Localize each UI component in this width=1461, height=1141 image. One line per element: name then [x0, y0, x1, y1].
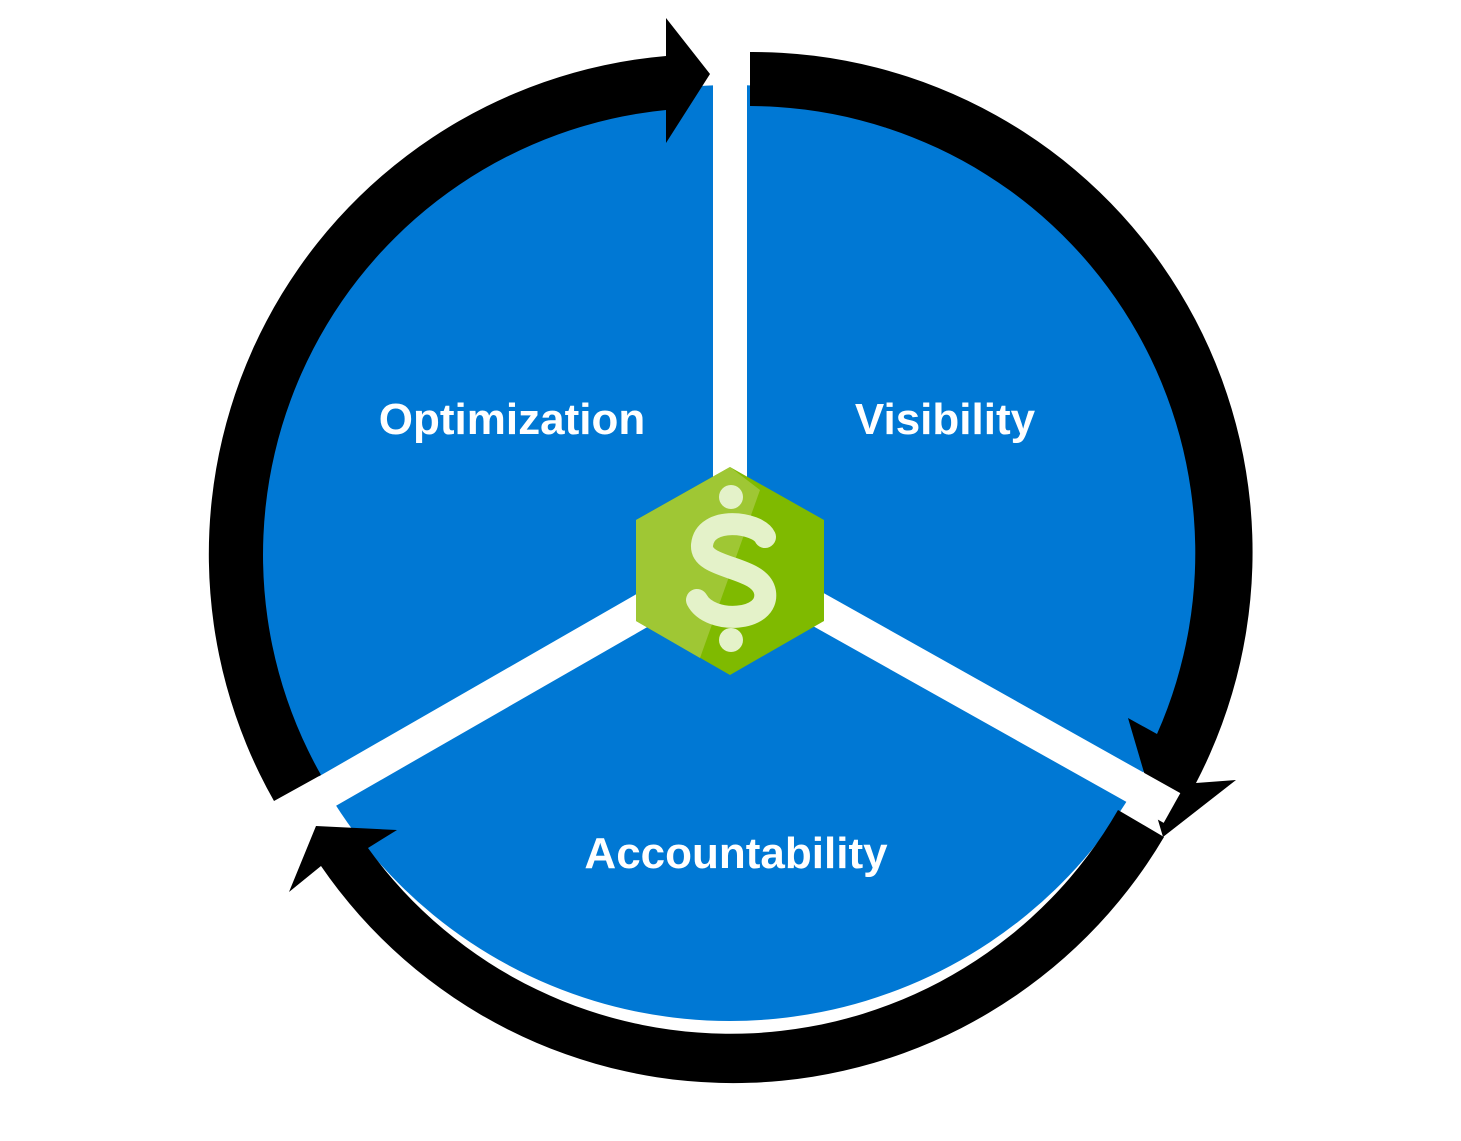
segment-label-optimization: Optimization	[379, 395, 645, 444]
dollar-top-dot	[719, 485, 743, 509]
dollar-s-curve	[686, 513, 777, 628]
arrow-arc-right	[750, 51, 1253, 838]
arrow-arc-bottom	[289, 810, 1164, 1084]
arrow-arc-left	[208, 18, 710, 801]
segment-label-accountability: Accountability	[584, 829, 888, 878]
segment-label-visibility: Visibility	[855, 395, 1036, 444]
cycle-arrows	[208, 18, 1253, 1084]
dollar-hexagon-icon	[636, 467, 824, 675]
dollar-bottom-dot	[719, 628, 743, 652]
